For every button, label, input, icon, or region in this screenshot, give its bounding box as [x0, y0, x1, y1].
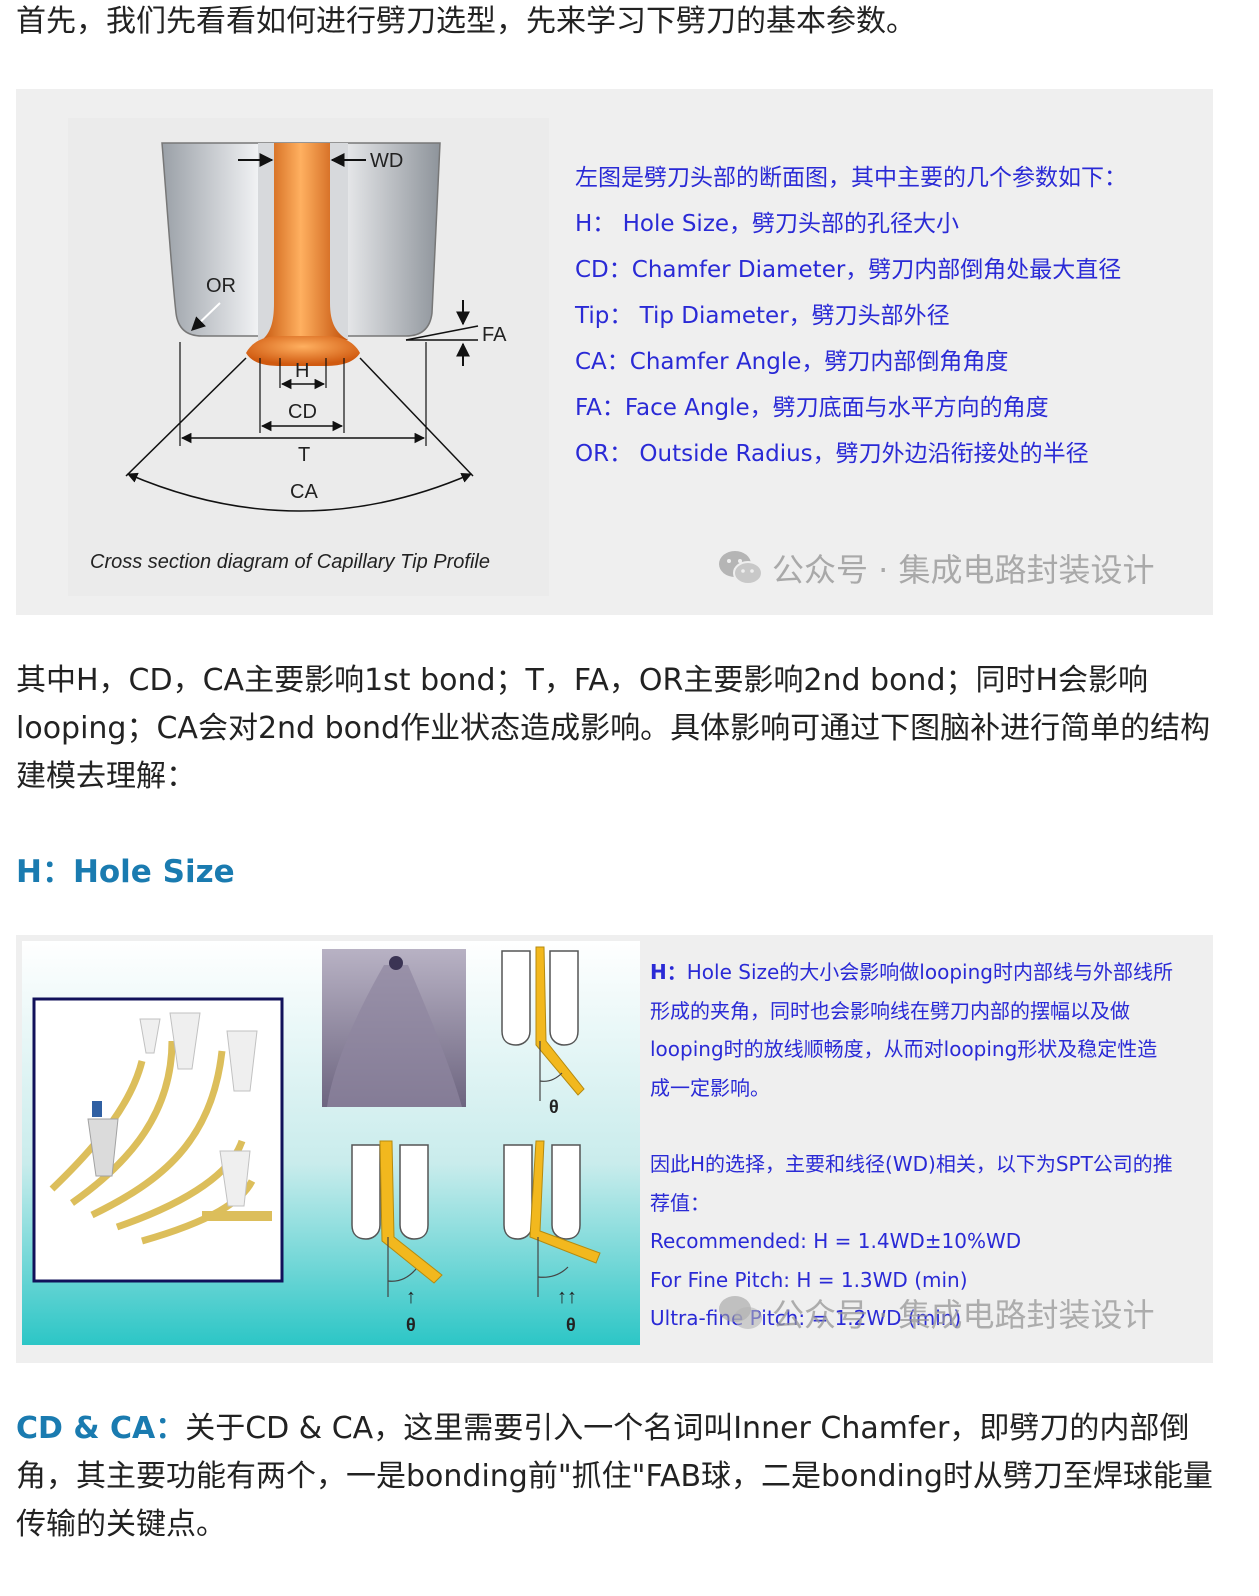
- parameter-tip: Tip： Tip Diameter，劈刀头部外径: [575, 303, 950, 329]
- watermark-text-2: 公众号 · 集成电路封装设计: [772, 1296, 1155, 1334]
- label-t: T: [298, 444, 310, 466]
- label-h: H: [295, 360, 309, 382]
- cdca-label: CD & CA：: [16, 1411, 186, 1446]
- description-line-3: looping时的放线顺畅度，从而对looping形状及稳定性造: [650, 1037, 1158, 1061]
- hole-size-figure: θ ↑ θ ↑↑ θ H：Hole Size的大小会影响做looping时内部线…: [16, 935, 1213, 1363]
- ultra-fine-pitch-value: Ultra-fine Pitch: = 1.2WD (min): [650, 1306, 962, 1330]
- label-or: OR: [206, 275, 236, 297]
- fab-ball: [246, 336, 360, 366]
- capillary-diagram-1: [501, 946, 585, 1101]
- watermark-text: 公众号 · 集成电路封装设计: [772, 551, 1155, 589]
- theta-label-1: θ: [549, 1097, 559, 1117]
- watermark-2: 公众号 · 集成电路封装设计: [718, 1290, 1155, 1336]
- section-heading-hole-size: H：Hole Size: [16, 854, 235, 890]
- parameter-or: OR： Outside Radius，劈刀外边沿衔接处的半径: [575, 441, 1089, 467]
- figure-caption: Cross section diagram of Capillary Tip P…: [90, 551, 490, 573]
- label-ca: CA: [290, 481, 318, 503]
- arrow-label-2: ↑↑: [557, 1286, 577, 1308]
- parameter-fa: FA：Face Angle，劈刀底面与水平方向的角度: [575, 395, 1049, 421]
- parameter-intro: 左图是劈刀头部的断面图，其中主要的几个参数如下：: [575, 165, 1127, 191]
- capillary-cross-section-diagram: WD OR FA H CD T CA Cross section diagram…: [68, 118, 549, 596]
- description-line-2: 形成的夹角，同时也会影响线在劈刀内部的摆幅以及做: [650, 998, 1130, 1023]
- parameter-ca: CA：Chamfer Angle，劈刀内部倒角角度: [575, 349, 1009, 375]
- fine-pitch-value: For Fine Pitch: H = 1.3WD (min): [650, 1267, 968, 1292]
- description-line-4: 成一定影响。: [650, 1075, 770, 1100]
- capillary-figure: WD OR FA H CD T CA Cross section diagram…: [16, 89, 1213, 615]
- label-fa: FA: [482, 324, 507, 346]
- label-cd: CD: [288, 401, 317, 423]
- label-wd: WD: [370, 150, 403, 172]
- wechat-icon: [719, 1296, 762, 1329]
- hole-size-illustration: θ ↑ θ ↑↑ θ: [22, 941, 640, 1345]
- theta-label-2: θ: [406, 1315, 416, 1335]
- hole-size-description: H：Hole Size的大小会影响做looping时内部线与外部线所 形成的夹角…: [650, 953, 1173, 1338]
- cdca-text: 关于CD & CA，这里需要引入一个名词叫Inner Chamfer，即劈刀的内…: [16, 1411, 1213, 1542]
- watermark: 公众号 · 集成电路封装设计: [718, 545, 1155, 591]
- wire: [262, 143, 348, 340]
- description-line-5: 因此H的选择，主要和线径(WD)相关，以下为SPT公司的推: [650, 1152, 1173, 1176]
- cdca-paragraph: CD & CA：关于CD & CA，这里需要引入一个名词叫Inner Chamf…: [16, 1405, 1216, 1549]
- capillary-diagram-2: [351, 1140, 443, 1297]
- wechat-icon: [719, 551, 763, 585]
- parameter-h: H： Hole Size，劈刀头部的孔径大小: [575, 211, 960, 237]
- description-line-6: 荐值：: [650, 1190, 710, 1215]
- influence-paragraph: 其中H，CD，CA主要影响1st bond；T，FA，OR主要影响2nd bon…: [16, 663, 1211, 794]
- recommended-value: Recommended: H = 1.4WD±10%WD: [650, 1229, 1022, 1253]
- parameter-cd: CD：Chamfer Diameter，劈刀内部倒角处最大直径: [575, 257, 1122, 283]
- capillary-diagram-3: [503, 1140, 601, 1297]
- description-line-1: Hole Size的大小会影响做looping时内部线与外部线所: [686, 960, 1173, 984]
- intro-paragraph: 首先，我们先看看如何进行劈刀选型，先来学习下劈刀的基本参数。: [16, 4, 916, 39]
- parameter-list: 左图是劈刀头部的断面图，其中主要的几个参数如下： H： Hole Size，劈刀…: [575, 155, 1127, 477]
- theta-label-3: θ: [566, 1315, 576, 1335]
- arrow-label-1: ↑: [406, 1286, 416, 1308]
- description-lead: H：: [650, 960, 687, 984]
